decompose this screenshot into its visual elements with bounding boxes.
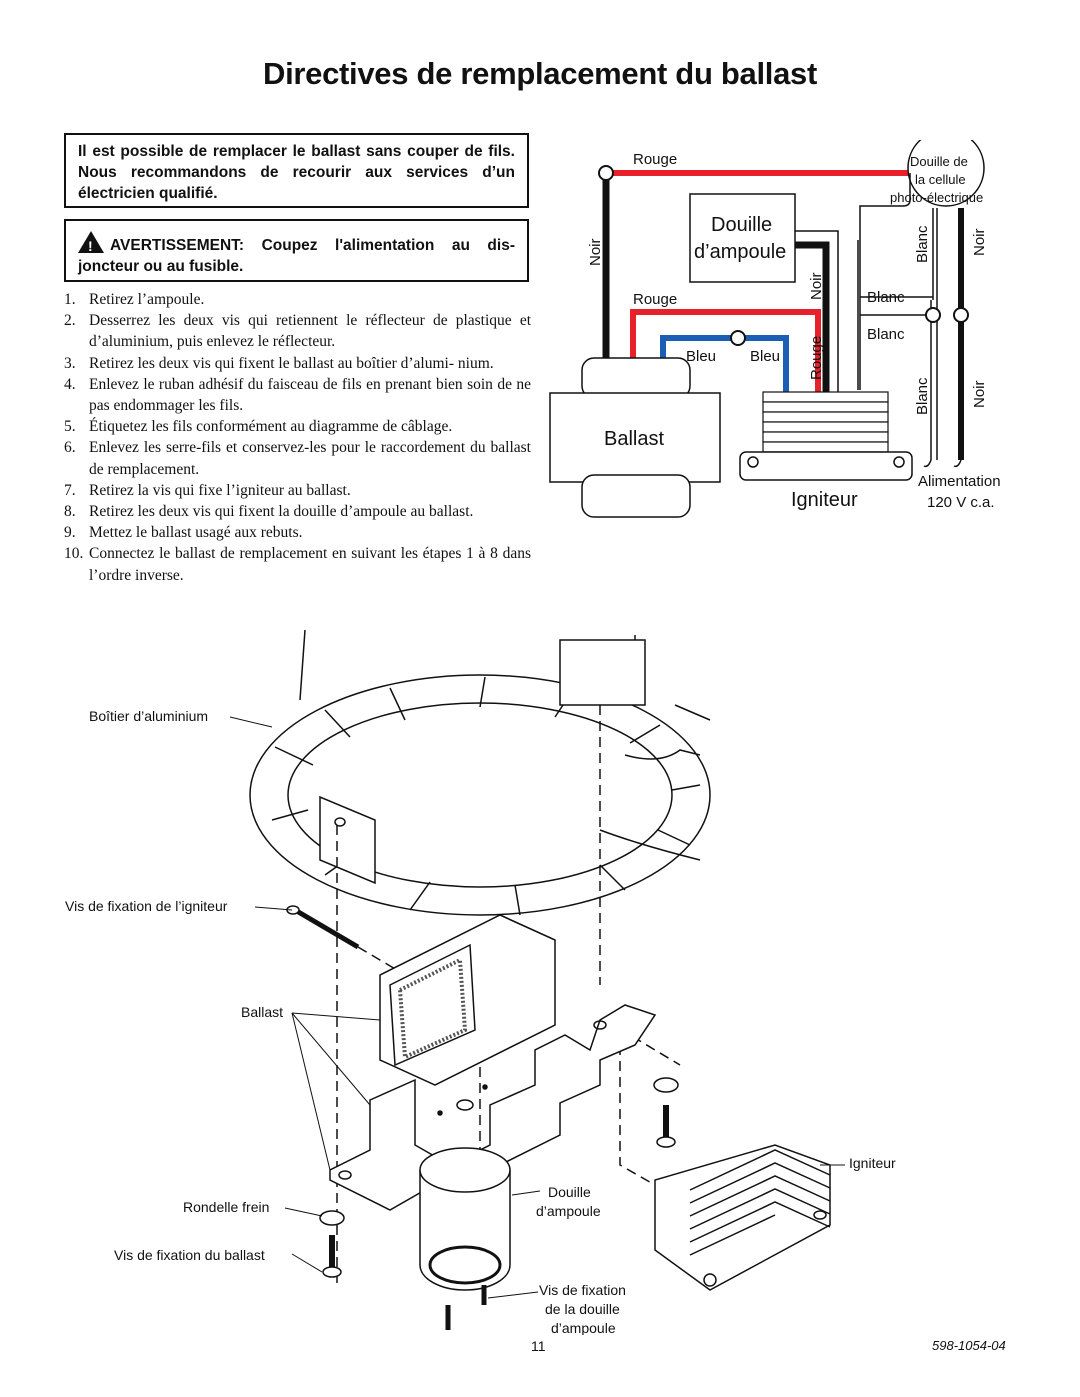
wiring-diagram: Rouge Rouge Bleu Bleu Blanc Blanc Douill… — [549, 140, 1001, 518]
instruction-steps: 1.Retirez l’ampoule. 2.Desserrez les deu… — [64, 289, 531, 586]
list-item: 8.Retirez les deux vis qui fixent la dou… — [64, 503, 474, 521]
igniter-label-exploded: Igniteur — [849, 1155, 896, 1171]
warning-box: !AVERTISSEMENT: Coupez l'alimentation au… — [64, 219, 529, 282]
label-blue-right: Bleu — [750, 348, 780, 365]
list-item: 7.Retirez la vis qui fixe l’igniteur au … — [64, 481, 351, 499]
igniter-screw-label: Vis de fixation de l’igniteur — [65, 898, 228, 914]
photocell-socket — [907, 140, 985, 207]
photocell-label-3: photo-électrique — [890, 190, 983, 205]
ballast-box — [549, 392, 721, 483]
igniter-body — [739, 391, 913, 481]
label-white-mid: Blanc — [867, 326, 905, 343]
label-black-left: Noir — [587, 238, 604, 266]
ballast-body — [379, 914, 556, 1086]
label-red-mid: Rouge — [633, 291, 677, 308]
supply-label-1: Alimentation — [918, 473, 1001, 490]
socket-label-2: d’ampoule — [694, 241, 786, 263]
housing-label: Boîtier d’aluminium — [89, 708, 208, 724]
blue-wire — [660, 335, 789, 392]
socket-label-exploded-2: d’ampoule — [536, 1203, 601, 1219]
socket-label-1: Douille — [711, 214, 772, 236]
lamp-socket — [419, 1147, 511, 1291]
list-item: 3.Retirez les deux vis qui fixent le bal… — [64, 354, 494, 372]
list-item: 1.Retirez l’ampoule. — [64, 291, 205, 308]
label-black-right-bottom: Noir — [971, 380, 988, 408]
ballast-bracket — [329, 1004, 657, 1211]
label-black-right-top: Noir — [971, 228, 988, 256]
list-item: 9.Mettez le ballast usagé aux rebuts. — [64, 524, 303, 542]
label-black-socket: Noir — [808, 272, 825, 300]
warning-triangle-icon: ! — [78, 231, 104, 254]
igniter-unit — [654, 1144, 831, 1291]
warning-text: AVERTISSEMENT: Coupez l'alimentation au … — [78, 237, 515, 275]
aluminum-housing — [249, 629, 711, 916]
list-item: 10.Connectez le ballast de remplacement … — [64, 545, 531, 584]
ballast-screw-left — [319, 1210, 345, 1278]
label-white-top: Blanc — [867, 289, 905, 306]
socket-screw-label-1: Vis de fixation — [539, 1282, 626, 1298]
label-red-vertical: Rouge — [808, 336, 825, 380]
lamp-socket-box — [689, 193, 796, 283]
photocell-lead — [859, 173, 911, 390]
list-item: 5.Étiquetez les fils conformément au dia… — [64, 418, 453, 436]
label-white-vertical-bottom: Blanc — [914, 377, 931, 415]
page-number: 11 — [531, 1338, 546, 1354]
label-red-top: Rouge — [633, 151, 677, 168]
socket-screws — [445, 1285, 487, 1330]
label-blue-left: Bleu — [686, 348, 716, 365]
notice-box: Il est possible de remplacer le ballast … — [64, 133, 529, 208]
igniter-label: Igniteur — [791, 489, 858, 511]
photocell-label-2: la cellule — [915, 172, 966, 187]
wire-connector — [953, 307, 969, 323]
wire-connector — [598, 165, 614, 181]
wire-connector — [730, 330, 746, 346]
ballast-label-exploded: Ballast — [241, 1004, 283, 1020]
page-title: Directives de remplacement du ballast — [262, 56, 817, 91]
socket-label-exploded-1: Douille — [548, 1184, 591, 1200]
document-code: 598-1054-04 — [932, 1338, 1006, 1353]
list-item: 6.Enlevez les serre-fils et conservez-le… — [64, 439, 531, 478]
socket-screw-label-3: d’ampoule — [551, 1320, 616, 1335]
wire-connector — [925, 307, 941, 323]
socket-black-wire — [795, 241, 830, 392]
supply-label-2: 120 V c.a. — [927, 494, 995, 511]
lock-washer-label: Rondelle frein — [183, 1199, 269, 1215]
red-wire-lower — [630, 309, 821, 392]
photocell-label-1: Douille de — [910, 154, 968, 169]
ballast-label: Ballast — [604, 428, 664, 450]
igniter-screw-right — [653, 1077, 679, 1148]
label-white-vertical-top: Blanc — [914, 225, 931, 263]
ballast-screw-label: Vis de fixation du ballast — [114, 1247, 265, 1263]
list-item: 2.Desserrez les deux vis qui retiennent … — [64, 312, 531, 351]
list-item: 4.Enlevez le ruban adhésif du faisceau d… — [64, 375, 531, 415]
igniter-screw — [286, 905, 491, 1026]
exploded-assembly-drawing: Boîtier d’aluminium Vis de fixation de l… — [65, 629, 896, 1335]
socket-screw-label-2: de la douille — [545, 1301, 620, 1317]
notice-text: Il est possible de remplacer le ballast … — [78, 143, 515, 202]
